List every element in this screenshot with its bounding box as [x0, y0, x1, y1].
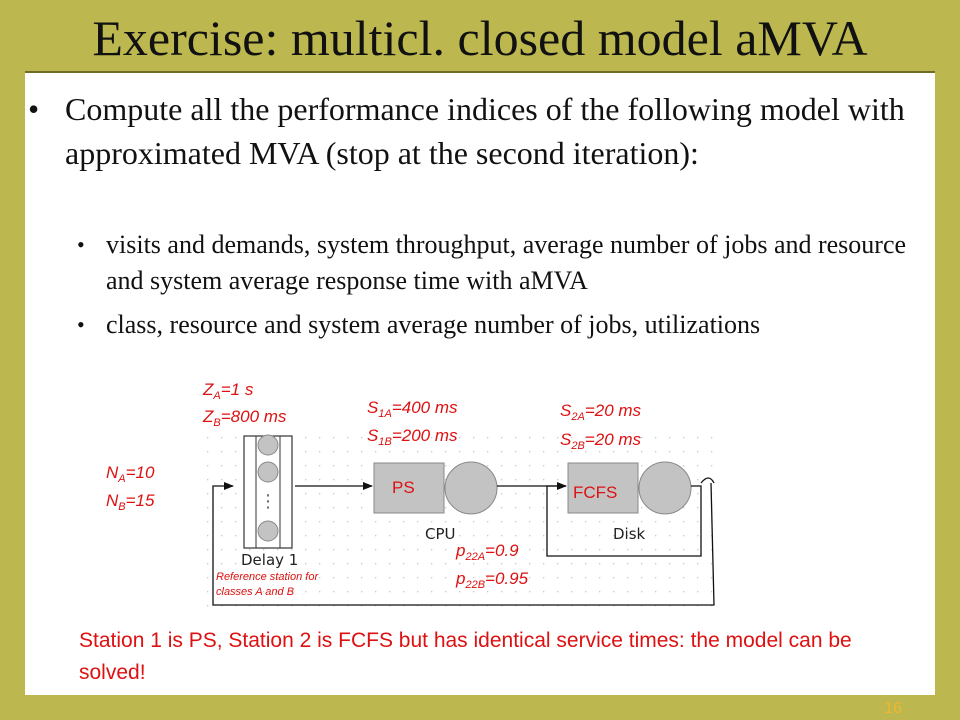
main-bullet-text: Compute all the performance indices of t… [65, 91, 905, 171]
page-number: 16 [884, 700, 902, 717]
reference-note-line2: classes A and B [216, 586, 294, 598]
disk-service-a: S2A=20 ms [560, 401, 642, 423]
delay-ellipsis: ⋮ [259, 491, 277, 512]
disk-station [567, 461, 692, 515]
delay-label: Delay 1 [241, 551, 298, 569]
cpu-service-a: S1A=400 ms [367, 398, 458, 420]
disk-service-b: S2B=20 ms [560, 430, 642, 452]
think-time-b: ZB=800 ms [202, 407, 287, 429]
delay-server-icon [257, 461, 279, 483]
population-b: NB=15 [106, 491, 155, 513]
disk-label: Disk [613, 525, 646, 543]
bullet-dot-icon: • [77, 232, 85, 257]
main-bullet: • Compute all the performance indices of… [28, 87, 918, 175]
slide-content: • Compute all the performance indices of… [25, 73, 935, 695]
disk-server-icon [638, 461, 692, 515]
slide-title: Exercise: multicl. closed model aMVA [92, 10, 868, 66]
network-connections [212, 477, 715, 606]
diagram-canvas [207, 427, 725, 609]
solvability-note: Station 1 is PS, Station 2 is FCFS but h… [79, 629, 852, 684]
sub-bullet-text: visits and demands, system throughput, a… [106, 230, 907, 295]
routing-prob-a: p22A=0.9 [455, 541, 519, 563]
delay-server-icon [257, 520, 279, 542]
disk-queue-tag: FCFS [573, 483, 617, 502]
cpu-label: CPU [425, 525, 456, 543]
cpu-queue-tag: PS [392, 478, 415, 497]
cpu-server-icon [444, 461, 498, 515]
queueing-network-diagram: ⋮ Delay 1 PS CPU FCFS Disk [106, 380, 725, 609]
think-time-a: ZA=1 s [202, 380, 254, 402]
bullet-dot-icon: • [28, 91, 40, 127]
reference-note-line1: Reference station for [216, 571, 319, 583]
sub-bullet: • class, resource and system average num… [77, 307, 927, 343]
routing-prob-b: p22B=0.95 [455, 569, 529, 591]
bullet-dot-icon: • [77, 312, 85, 337]
title-divider [25, 71, 935, 73]
sub-bullet: • visits and demands, system throughput,… [77, 227, 927, 299]
delay-server-icon [257, 434, 279, 456]
sub-bullet-text: class, resource and system average numbe… [106, 310, 761, 339]
delay-station: ⋮ [243, 434, 293, 549]
population-a: NA=10 [106, 463, 155, 485]
cpu-service-b: S1B=200 ms [367, 426, 458, 448]
cpu-station [373, 461, 498, 515]
